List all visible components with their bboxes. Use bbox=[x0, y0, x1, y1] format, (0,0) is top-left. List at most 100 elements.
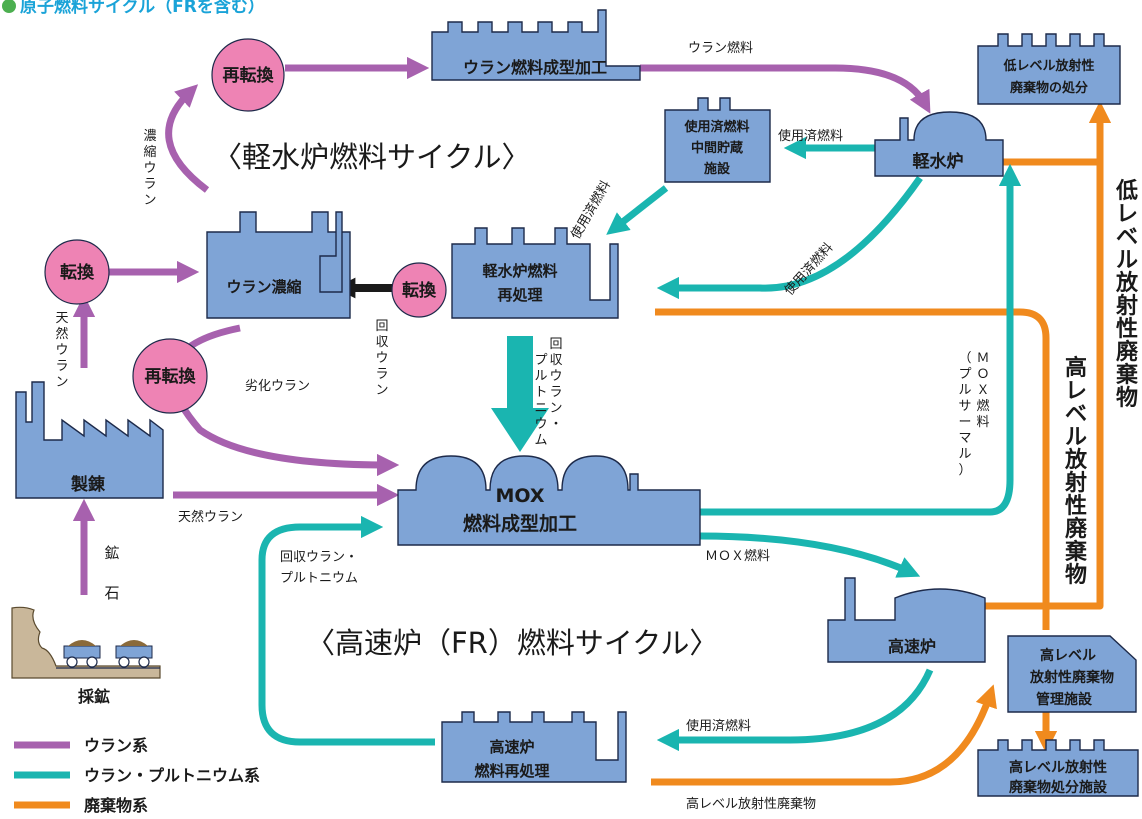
conversion-left-node bbox=[44, 239, 110, 305]
svg-text:ベ: ベ bbox=[1116, 225, 1138, 250]
hlw-storage-label-3: 管理施設 bbox=[1036, 691, 1093, 708]
reconversion-top-label: 再転換 bbox=[223, 65, 275, 86]
interim-storage-building bbox=[664, 97, 771, 183]
svg-text:ウ: ウ bbox=[55, 343, 68, 358]
svg-text:ン: ン bbox=[375, 383, 388, 398]
spent-fuel-lwr-flow bbox=[656, 175, 923, 300]
fr-reprocessing-plant bbox=[441, 711, 627, 783]
spent-fuel-fr-label: 使用済燃料 bbox=[686, 718, 751, 734]
conversion-mid-node bbox=[391, 262, 447, 318]
depleted-uranium-label: 劣化ウラン bbox=[245, 379, 310, 394]
natural-uranium-label: 天然ウラン bbox=[178, 509, 243, 525]
enrichment-chimney bbox=[319, 211, 343, 293]
storage-label-3: 施設 bbox=[704, 161, 731, 177]
svg-text:Ｏ: Ｏ bbox=[976, 367, 989, 382]
fr-cycle-title: 〈高速炉（FR）燃料サイクル〉 bbox=[306, 626, 718, 660]
svg-text:回: 回 bbox=[549, 337, 562, 352]
hlw-flow-label: 高レベル放射性廃棄物 bbox=[686, 796, 816, 812]
enriched-uranium-label: 濃 縮 ウ ラ ン bbox=[143, 129, 156, 208]
refining-label: 製錬 bbox=[70, 474, 106, 495]
svg-text:ン: ン bbox=[549, 401, 562, 416]
fr-reprocessing-label-1: 高速炉 bbox=[489, 738, 534, 756]
svg-text:ウ: ウ bbox=[375, 351, 388, 366]
recovered-u-pu-fr-flow bbox=[258, 515, 435, 746]
svg-text:棄: 棄 bbox=[1065, 539, 1088, 565]
svg-text:マ: マ bbox=[958, 431, 971, 446]
svg-text:ラ: ラ bbox=[549, 385, 562, 400]
spent-fuel-to-storage-label: 使用済燃料 bbox=[778, 128, 843, 144]
svg-text:放: 放 bbox=[1064, 447, 1088, 473]
svg-text:料: 料 bbox=[976, 415, 989, 430]
svg-text:縮: 縮 bbox=[143, 144, 156, 160]
svg-text:廃: 廃 bbox=[1065, 516, 1088, 542]
lwr-building bbox=[874, 111, 1004, 177]
refining-plant bbox=[15, 381, 164, 499]
fr-reprocessing-label-2: 燃料再処理 bbox=[474, 762, 549, 780]
reconversion-left-label: 再転換 bbox=[145, 366, 197, 387]
legend-label-uranium: ウラン系 bbox=[84, 736, 148, 755]
svg-text:低: 低 bbox=[1115, 179, 1138, 204]
recovered-u-pu-big-arrow bbox=[491, 336, 549, 452]
svg-text:放: 放 bbox=[1115, 270, 1139, 296]
hlw-storage-facility bbox=[1007, 635, 1137, 713]
recovered-u-pu-fr-label-1: 回収ウラン・ bbox=[280, 550, 358, 565]
svg-text:濃: 濃 bbox=[143, 129, 156, 144]
svg-text:ウ: ウ bbox=[534, 417, 547, 432]
fr-label: 高速炉 bbox=[888, 637, 936, 656]
svg-text:石: 石 bbox=[104, 584, 119, 602]
svg-text:然: 然 bbox=[55, 326, 68, 342]
svg-text:性: 性 bbox=[1065, 494, 1087, 519]
legend-label-waste: 廃棄物系 bbox=[84, 796, 148, 815]
svg-text:・: ・ bbox=[549, 417, 562, 432]
hlw-vertical-label: 高 レ ベ ル 放 射 性 廃 棄 物 bbox=[1064, 355, 1088, 588]
svg-text:収: 収 bbox=[375, 335, 388, 350]
svg-text:）: ） bbox=[958, 463, 971, 478]
legend: ウラン系 ウラン・プルトニウム系 廃棄物系 bbox=[14, 736, 260, 815]
fabrication-label: ウラン燃料成型加工 bbox=[463, 58, 607, 77]
svg-text:ン: ン bbox=[143, 193, 156, 208]
mox-fabrication-plant bbox=[397, 455, 701, 546]
spent-fuel-fr-flow bbox=[656, 668, 934, 752]
natural-uranium-up-label: 天 然 ウ ラ ン bbox=[55, 311, 68, 390]
svg-text:レ: レ bbox=[1116, 202, 1138, 227]
svg-text:燃: 燃 bbox=[976, 398, 989, 414]
svg-text:ニ: ニ bbox=[534, 401, 547, 416]
svg-text:ト: ト bbox=[534, 385, 547, 400]
mox-fuel-label: ＭＯＸ燃料 bbox=[705, 548, 770, 564]
svg-text:棄: 棄 bbox=[1116, 362, 1139, 388]
mox-pluthermal-flow bbox=[700, 163, 1022, 516]
mox-fuel-to-fr-flow bbox=[699, 532, 921, 578]
lwr-reprocessing-label-1: 軽水炉燃料 bbox=[482, 262, 557, 280]
svg-text:回: 回 bbox=[375, 319, 388, 334]
llw-lwr-flow bbox=[1003, 100, 1112, 166]
svg-text:射: 射 bbox=[1115, 293, 1138, 319]
svg-text:ウ: ウ bbox=[549, 369, 562, 384]
mine-label: 採鉱 bbox=[78, 687, 110, 706]
legend-label-plutonium: ウラン・プルトニウム系 bbox=[84, 766, 260, 785]
svg-text:プ: プ bbox=[534, 353, 547, 368]
low-disposal-label-2: 廃棄物の処分 bbox=[1009, 80, 1088, 96]
svg-text:プ: プ bbox=[958, 367, 971, 382]
svg-text:ラ: ラ bbox=[375, 367, 388, 382]
svg-text:Ｘ: Ｘ bbox=[976, 383, 989, 398]
reconversion-top-node bbox=[211, 38, 285, 112]
hlw-disposal-facility bbox=[977, 739, 1139, 797]
mine-illustration bbox=[11, 606, 161, 679]
storage-label-2: 中間貯蔵 bbox=[691, 140, 743, 156]
lwr-reprocessing-plant bbox=[451, 227, 619, 319]
svg-text:Ｍ: Ｍ bbox=[976, 351, 989, 366]
svg-text:ル: ル bbox=[958, 383, 971, 398]
enrichment-plant bbox=[206, 211, 351, 319]
svg-text:物: 物 bbox=[1065, 562, 1087, 588]
svg-text:ル: ル bbox=[534, 369, 547, 384]
svg-text:ラ: ラ bbox=[143, 177, 156, 192]
low-disposal-label-1: 低レベル放射性 bbox=[1002, 58, 1094, 74]
svg-text:レ: レ bbox=[1065, 379, 1087, 404]
svg-text:物: 物 bbox=[1116, 385, 1138, 411]
hlw-disposal-label-1: 高レベル放射性 bbox=[1009, 759, 1107, 776]
mox-label-2: 燃料成型加工 bbox=[463, 512, 577, 535]
uranium-fuel-label: ウラン燃料 bbox=[688, 40, 753, 56]
enriched-uranium-flow bbox=[165, 84, 210, 193]
conversion-mid-label: 転換 bbox=[402, 280, 437, 301]
